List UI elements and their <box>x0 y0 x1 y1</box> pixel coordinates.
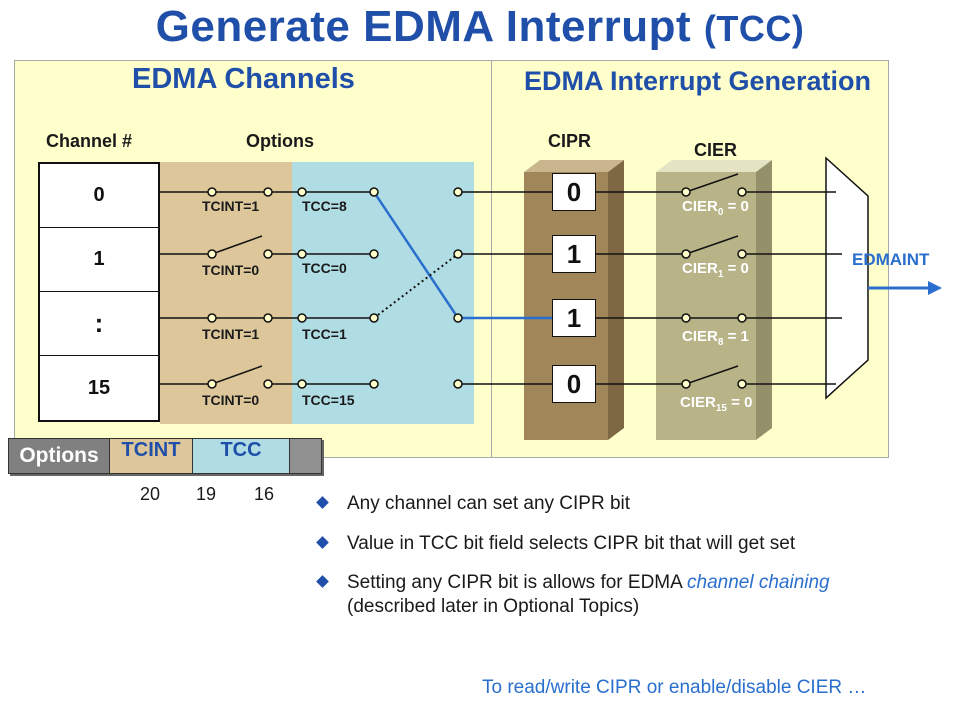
edmaint-label: EDMAINT <box>852 250 930 269</box>
bullet-diamond-icon <box>316 536 329 549</box>
cier-header: CIER <box>694 140 738 160</box>
options-register-name: Options <box>9 439 110 473</box>
footer-link-text: To read/write CIPR or enable/disable CIE… <box>482 677 867 698</box>
tcint-label-1: TCINT=0 <box>202 262 260 278</box>
bullet-3: Setting any CIPR bit is allows for EDMA … <box>316 572 830 594</box>
bullet-diamond-icon <box>316 496 329 509</box>
cipr-bit-0: 0 <box>552 173 596 211</box>
tcint-label-0: TCINT=1 <box>202 198 260 214</box>
bit-number-19: 19 <box>196 484 217 504</box>
cier-column-front <box>656 172 756 440</box>
cier-column-side <box>756 160 772 440</box>
cier-column-top <box>656 160 772 172</box>
channel-table: 0 1 : 15 <box>38 162 160 422</box>
options-header: Options <box>246 131 314 151</box>
bit-number-16: 16 <box>254 484 275 504</box>
cipr-column-side <box>608 160 624 440</box>
bullet-3-line2: (described later in Optional Topics) <box>347 596 640 617</box>
cier-label-15: CIER15 = 0 <box>680 394 753 414</box>
tcc-label-3: TCC=15 <box>302 392 355 408</box>
channel-cell-15: 15 <box>87 376 111 399</box>
edma-channels-heading: EDMA Channels <box>132 63 355 95</box>
options-tcint-field: TCINT <box>110 439 193 473</box>
channel-number-header: Channel # <box>46 131 133 151</box>
cipr-column-top <box>524 160 624 172</box>
cier-label-8: CIER8 = 1 <box>682 328 749 348</box>
tcc-label-1: TCC=0 <box>302 260 347 276</box>
or-gate <box>825 156 869 400</box>
options-register: Options TCINT TCC <box>8 438 322 474</box>
cier-label-1: CIER1 = 0 <box>682 260 749 280</box>
cipr-bit-1: 1 <box>552 235 596 273</box>
edma-interrupt-heading: EDMA Interrupt Generation <box>524 66 872 96</box>
channel-cell-0: 0 <box>40 164 158 228</box>
title-main: Generate EDMA Interrupt <box>155 2 692 51</box>
channel-cell-1: 1 <box>40 228 158 292</box>
tcc-label-2: TCC=1 <box>302 326 347 342</box>
edmaint-arrowhead <box>928 281 942 295</box>
channel-cell-ellipsis: : <box>40 292 158 356</box>
cier-label-0: CIER0 = 0 <box>682 198 749 218</box>
tcc1-route <box>373 253 459 319</box>
bullet-2: Value in TCC bit field selects CIPR bit … <box>316 533 795 555</box>
page-title: Generate EDMA Interrupt (TCC) <box>0 2 960 52</box>
cipr-bit-15: 0 <box>552 365 596 403</box>
bit-number-20: 20 <box>140 484 161 504</box>
channel-chaining-term: channel chaining <box>687 572 830 593</box>
bullet-diamond-icon <box>316 575 329 588</box>
tcint-label-3: TCINT=0 <box>202 392 260 408</box>
bullet-1: Any channel can set any CIPR bit <box>316 493 630 515</box>
title-suffix: (TCC) <box>703 8 805 49</box>
cipr-header: CIPR <box>548 131 592 151</box>
cipr-bit-8: 1 <box>552 299 596 337</box>
tcint-label-2: TCINT=1 <box>202 326 260 342</box>
options-reserved-field <box>290 439 321 473</box>
tcc-label-0: TCC=8 <box>302 198 347 214</box>
options-tcc-field: TCC <box>193 439 290 473</box>
